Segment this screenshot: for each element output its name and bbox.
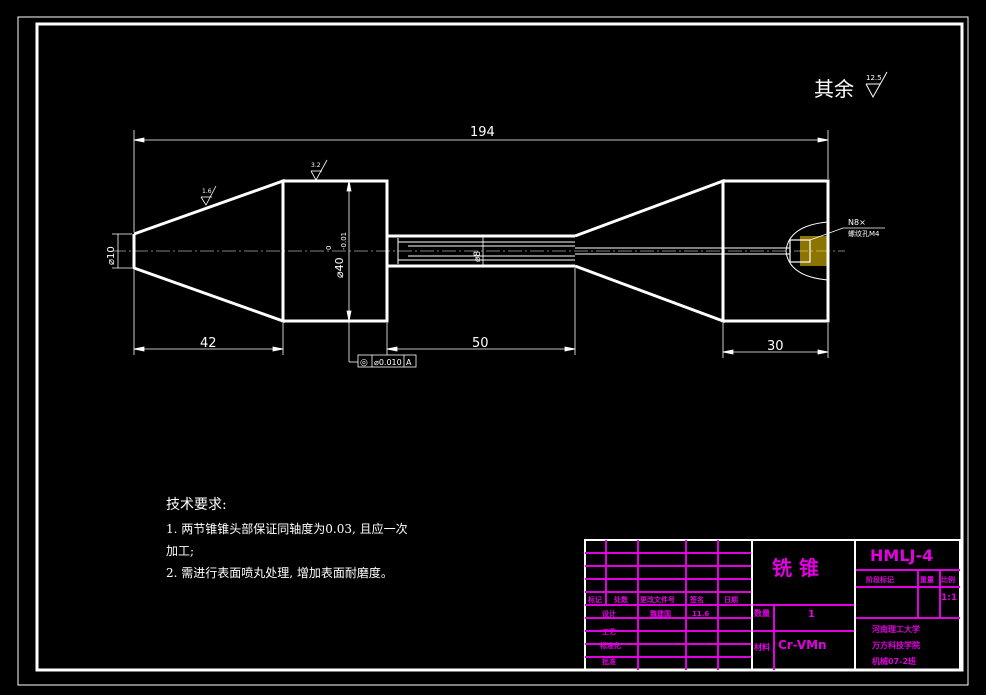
part-name: 铣 锥: [772, 556, 819, 580]
thread-label: N8×: [848, 218, 866, 227]
requirements-line-1: 1. 两节锥锥头部保证同轴度为0.03, 且应一次: [166, 522, 408, 536]
rough-cyl: 3.2: [311, 162, 321, 169]
qty-label: 数量: [754, 608, 770, 618]
material-value: Cr-VMn: [778, 638, 827, 652]
dim-tol-lower: -0.01: [340, 232, 348, 250]
dimension-lines: [112, 130, 885, 363]
label-count: 处数: [613, 595, 629, 604]
threaded-hole-section: [785, 181, 830, 321]
org-line-2: 万方科技学院: [871, 640, 920, 650]
tolerance-datum: A: [406, 358, 412, 367]
dim-dia-main: ⌀40: [333, 257, 346, 278]
material-label: 材料: [754, 642, 770, 652]
label-standard: 标准化: [599, 641, 621, 650]
scale-value: 1:1: [941, 593, 957, 603]
dim-overall: 194: [470, 125, 495, 140]
label-process: 工艺: [602, 627, 616, 636]
part-outline: [132, 178, 830, 324]
roughness-cyl-icon: [310, 159, 328, 181]
label-ratio: 比例: [941, 575, 955, 584]
dim-tol-upper: 0: [325, 246, 333, 250]
dim-left: 42: [200, 336, 217, 351]
surface-finish-icon: [865, 71, 888, 99]
org-line-3: 机械07-2班: [872, 656, 916, 666]
thread-detail: 螺纹孔M4: [848, 229, 880, 238]
org-line-1: 河南理工大学: [872, 624, 920, 634]
label-sign: 签名: [689, 595, 704, 604]
label-stage: 阶段标记: [866, 575, 894, 584]
tolerance-value: ⌀0.010: [374, 358, 402, 367]
dim-middle: 50: [472, 336, 489, 351]
label-mark: 标记: [587, 595, 602, 604]
requirements-line-1b: 加工;: [166, 544, 195, 558]
label-approve: 批准: [602, 657, 616, 666]
label-design: 设计: [602, 609, 616, 618]
surface-note: 其余: [814, 77, 854, 101]
label-date: 日期: [724, 595, 738, 604]
outer-border: [17, 16, 969, 686]
requirements-title: 技术要求:: [166, 497, 227, 513]
dim-right: 30: [767, 339, 784, 354]
roughness-cone-icon: [200, 185, 217, 206]
qty-value: 1: [808, 609, 815, 620]
inner-border: [35, 22, 964, 672]
tolerance-symbol-icon: ◎: [360, 358, 368, 368]
requirements-line-2: 2. 需进行表面喷丸处理, 增加表面耐磨度。: [166, 566, 393, 580]
inner-bore: [397, 238, 790, 264]
surface-symbol-value: 12.5: [866, 74, 882, 82]
design-date: 11.6: [692, 610, 709, 618]
rough-cone: 1.6: [202, 188, 212, 195]
dim-dia-small: ⌀10: [106, 246, 117, 265]
title-block: [584, 539, 961, 671]
dim-dia-shaft: ⌀8: [473, 251, 483, 262]
designer-name: 魏建国: [649, 609, 671, 618]
label-change-doc: 更改文件号: [640, 595, 675, 604]
tolerance-frame: [357, 354, 417, 368]
label-weight: 重量: [920, 575, 934, 584]
drawing-number: HMLJ-4: [870, 546, 933, 565]
